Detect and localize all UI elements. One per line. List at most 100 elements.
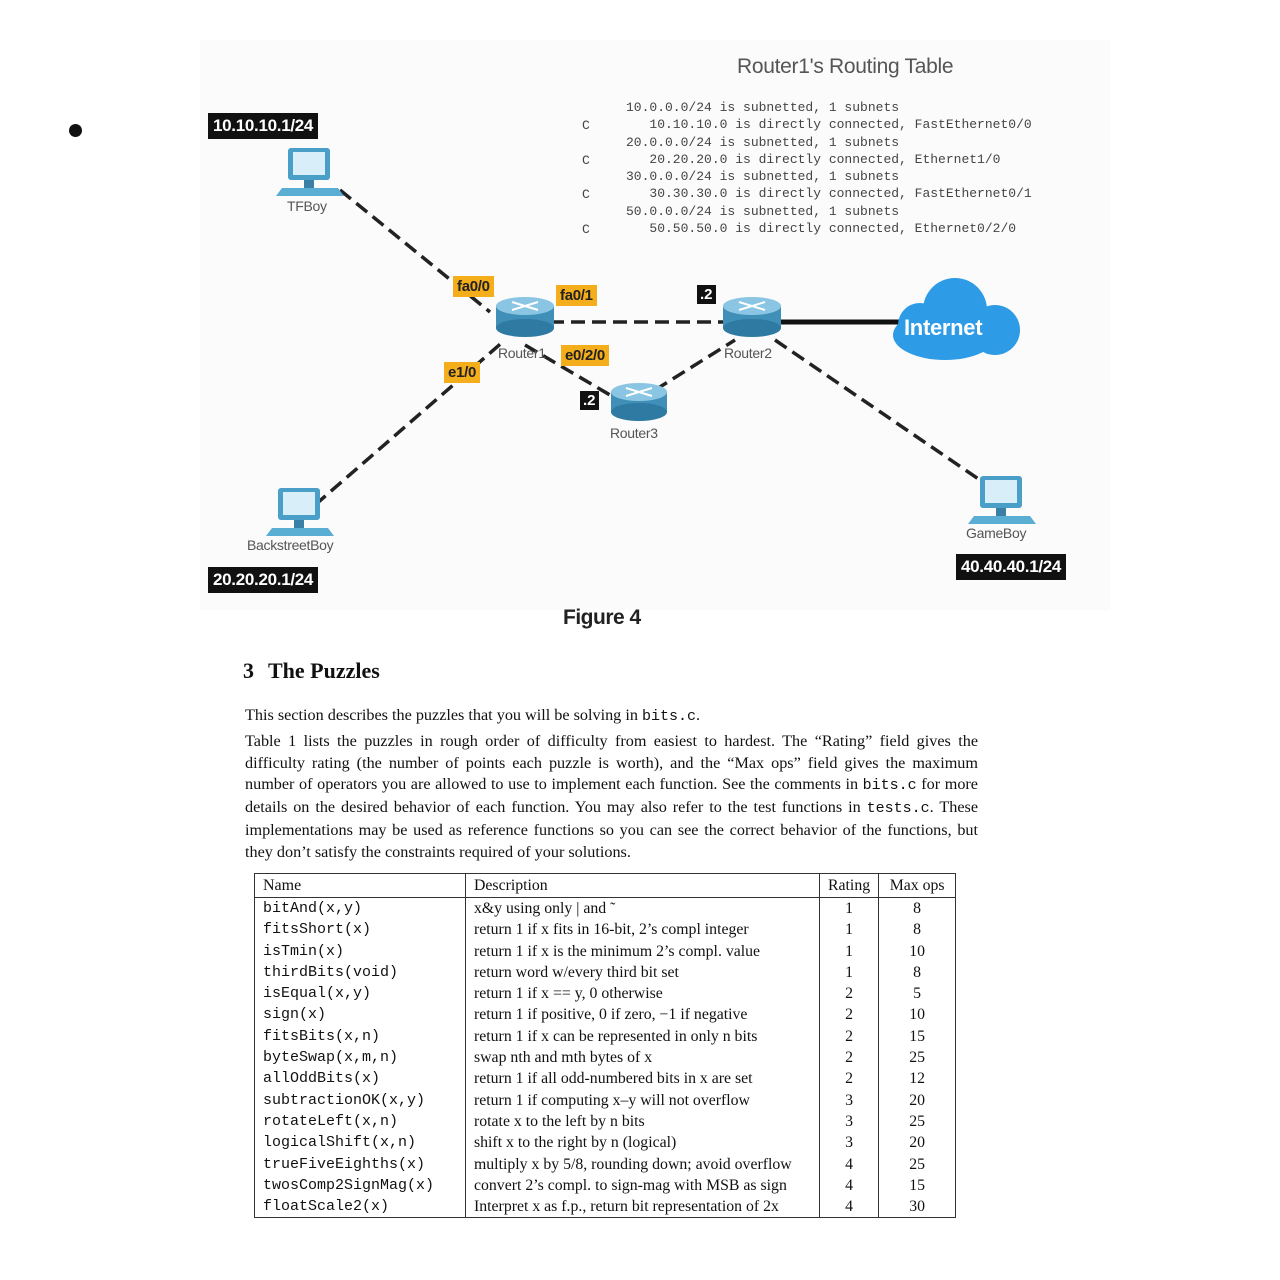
figure-caption: Figure 4: [563, 606, 641, 629]
cell-rating: 2: [818, 1068, 880, 1090]
table-row: byteSwap(x,m,n)swap nth and mth bytes of…: [254, 1047, 957, 1069]
router2-icon: [723, 297, 781, 337]
cell-description: shift x to the right by n (logical): [465, 1132, 820, 1154]
col-header-max-ops: Max ops: [878, 873, 957, 898]
col-header-description: Description: [465, 873, 820, 898]
col-header-name: Name: [254, 873, 466, 898]
cell-max-ops: 5: [878, 983, 957, 1005]
table-row: rotateLeft(x,n)rotate x to the left by n…: [254, 1110, 957, 1133]
bullet-point: [69, 124, 82, 137]
cell-description: rotate x to the left by n bits: [465, 1110, 820, 1133]
cell-name: allOddBits(x): [254, 1068, 466, 1090]
router3-icon: [611, 383, 667, 421]
cell-name: floatScale2(x): [254, 1196, 466, 1219]
cell-max-ops: 20: [878, 1089, 957, 1111]
table-header-row: Name Description Rating Max ops: [254, 873, 957, 898]
col-header-rating: Rating: [818, 873, 880, 898]
cell-description: return 1 if x is the minimum 2’s compl. …: [465, 940, 820, 962]
cell-rating: 4: [818, 1174, 880, 1197]
table-row: subtractionOK(x,y)return 1 if computing …: [254, 1089, 957, 1111]
intro-paragraph: This section describes the puzzles that …: [245, 706, 701, 725]
table-row: fitsBits(x,n)return 1 if x can be repres…: [254, 1025, 957, 1048]
code-bits-c: bits.c: [862, 777, 917, 795]
routing-line: 30.0.0.0/24 is subnetted, 1 subnets: [626, 169, 900, 185]
code-tests-c: tests.c: [866, 800, 930, 818]
cell-max-ops: 15: [878, 1025, 957, 1048]
link-tfboy-router1: [338, 188, 492, 314]
section-number: 3: [243, 658, 254, 683]
cell-description: return 1 if all odd-numbered bits in x a…: [465, 1068, 820, 1090]
cell-max-ops: 25: [878, 1153, 957, 1175]
section-title: The Puzzles: [268, 658, 380, 683]
table-row: isEqual(x,y)return 1 if x == y, 0 otherw…: [254, 983, 957, 1005]
host-label-backstreet: BackstreetBoy: [247, 537, 334, 553]
routing-table-entries: 10.0.0.0/24 is subnetted, 1 subnets 10.1…: [626, 99, 1032, 237]
router2-address-suffix: .2: [697, 285, 716, 304]
host-label-gameboy: GameBoy: [966, 525, 1027, 541]
router3-address-suffix: .2: [580, 391, 599, 410]
router2-label: Router2: [724, 345, 772, 361]
cell-description: x&y using only | and ˜: [465, 897, 820, 920]
cell-description: return 1 if x can be represented in only…: [465, 1025, 820, 1048]
cell-rating: 2: [818, 983, 880, 1005]
cell-rating: 3: [818, 1110, 880, 1133]
tfboy-computer-icon: [276, 148, 344, 196]
description-paragraph: Table 1 lists the puzzles in rough order…: [245, 732, 979, 861]
network-figure: Router1's Routing Table C C C C 10.0.0.0…: [200, 40, 1110, 610]
cell-rating: 1: [818, 940, 880, 962]
cell-max-ops: 25: [878, 1047, 957, 1069]
routing-code: C: [582, 221, 590, 237]
routing-line: 50.50.50.0 is directly connected, Ethern…: [626, 221, 1017, 237]
cell-description: return word w/every third bit set: [465, 961, 820, 984]
table-row: logicalShift(x,n)shift x to the right by…: [254, 1132, 957, 1154]
host-label-tfboy: TFBoy: [287, 198, 327, 214]
cell-name: trueFiveEighths(x): [254, 1153, 466, 1175]
cell-rating: 1: [818, 919, 880, 941]
link-router2-gameboy: [774, 338, 981, 482]
cell-description: return 1 if positive, 0 if zero, −1 if n…: [465, 1004, 820, 1026]
cell-rating: 4: [818, 1153, 880, 1175]
cell-rating: 3: [818, 1132, 880, 1154]
table-row: sign(x)return 1 if positive, 0 if zero, …: [254, 1004, 957, 1026]
cell-rating: 2: [818, 1025, 880, 1048]
table-row: allOddBits(x)return 1 if all odd-numbere…: [254, 1068, 957, 1090]
routing-code: C: [582, 187, 590, 202]
routing-line: 10.10.10.0 is directly connected, FastEt…: [626, 117, 1032, 133]
interface-fa00: fa0/0: [453, 276, 494, 297]
cell-max-ops: 8: [878, 897, 957, 920]
table-row: twosComp2SignMag(x)convert 2’s compl. to…: [254, 1174, 957, 1197]
routing-codes: C C C C: [582, 117, 590, 255]
routing-code: C: [582, 152, 590, 168]
cell-max-ops: 8: [878, 961, 957, 984]
cell-max-ops: 12: [878, 1068, 957, 1090]
router1-label: Router1: [498, 345, 546, 361]
cell-max-ops: 25: [878, 1110, 957, 1133]
cell-description: return 1 if computing x–y will not overf…: [465, 1089, 820, 1111]
router1-icon: [496, 297, 554, 337]
cell-max-ops: 20: [878, 1132, 957, 1154]
cell-name: isTmin(x): [254, 940, 466, 962]
cell-rating: 3: [818, 1089, 880, 1111]
link-router1-router3: [524, 343, 611, 397]
routing-line: 20.0.0.0/24 is subnetted, 1 subnets: [626, 134, 900, 150]
table-row: floatScale2(x)Interpret x as f.p., retur…: [254, 1196, 957, 1219]
interface-e020: e0/2/0: [561, 345, 609, 366]
cell-max-ops: 8: [878, 919, 957, 941]
cell-description: multiply x by 5/8, rounding down; avoid …: [465, 1153, 820, 1175]
routing-code: C: [582, 118, 590, 133]
table-row: trueFiveEighths(x)multiply x by 5/8, rou…: [254, 1153, 957, 1175]
cell-name: thirdBits(void): [254, 961, 466, 984]
backstreet-computer-icon: [266, 488, 334, 536]
routing-line: 10.0.0.0/24 is subnetted, 1 subnets: [626, 100, 900, 115]
cell-max-ops: 30: [878, 1196, 957, 1219]
link-router3-router2: [654, 338, 736, 392]
routing-table-title: Router1's Routing Table: [737, 55, 954, 78]
routing-line: 30.30.30.0 is directly connected, FastEt…: [626, 186, 1032, 202]
cell-max-ops: 15: [878, 1174, 957, 1197]
cell-name: isEqual(x,y): [254, 983, 466, 1005]
routing-line: 50.0.0.0/24 is subnetted, 1 subnets: [626, 203, 900, 219]
interface-fa01: fa0/1: [556, 285, 597, 306]
cell-rating: 2: [818, 1047, 880, 1069]
code-bits-c: bits.c: [641, 708, 696, 725]
interface-e10: e1/0: [444, 362, 480, 383]
